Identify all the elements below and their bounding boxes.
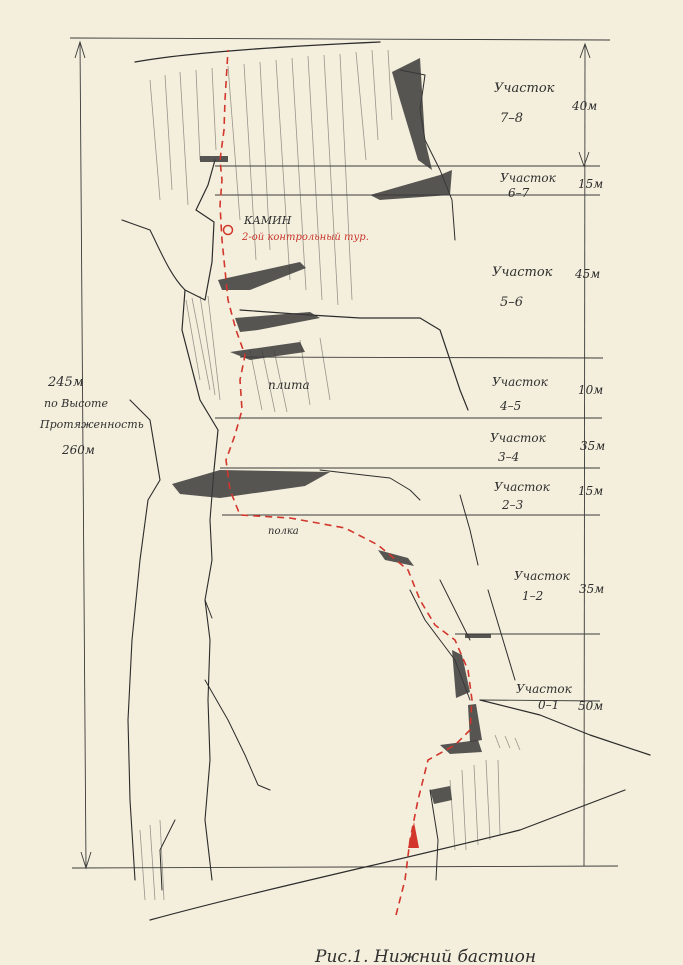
section-5-6: Участок 5–6 45м [492,265,600,310]
section-2-3: Участок 2–3 15м [494,480,603,512]
ledge-kamin [200,156,228,162]
section-length: 10м [578,383,603,397]
ledge-01c [468,704,482,742]
figure-caption: Рис.1. Нижний бастион [314,947,536,965]
section-length: 15м [578,177,603,191]
section-range: 7–8 [500,111,523,126]
total-height: 245м [47,375,84,390]
section-length: 50м [578,699,603,713]
ledge-45 [230,342,305,360]
plita-label: плита [268,378,310,392]
section-range: 2–3 [501,498,524,512]
section-6-7: Участок 6–7 15м [500,171,603,200]
section-range: 5–6 [500,295,523,310]
section-title: Участок [516,682,573,696]
section-1-2: Участок 1–2 35м [514,569,604,603]
section-title: Участок [490,431,547,445]
height-dimension [69,37,619,870]
section-range: 6–7 [508,186,530,200]
section-title: Участок [492,265,553,280]
ledge-34 [172,470,330,498]
section-range: 4–5 [499,399,521,413]
ledge-tower [465,634,491,638]
section-title: Участок [514,569,571,583]
polka-label: полка [268,526,299,537]
rock-outline [121,41,651,921]
ledge-56 [218,262,306,290]
section-3-4: Участок 3–4 35м [490,431,605,464]
section-0-1: Участок 0–1 50м [516,682,603,713]
section-length: 45м [574,267,600,281]
section-title: Участок [494,81,555,96]
section-length: 35м [580,439,605,453]
section-length: 35м [579,582,604,596]
section-title: Участок [500,171,557,185]
control-tour-marker [222,224,234,236]
ledge-start [430,786,452,804]
section-range: 0–1 [538,698,559,712]
section-range: 1–2 [522,589,543,603]
ledge-01 [452,650,470,698]
ledge-67 [370,170,452,200]
section-4-5: Участок 4–5 10м [492,375,603,413]
total-line-1: по Высоте [44,397,108,410]
section-title: Участок [494,480,551,494]
rock-ledges [172,58,491,804]
kamin-label: КАМИН [243,214,292,227]
section-7-8: Участок 7–8 40м [494,81,597,126]
section-length: 40м [571,99,597,113]
section-title: Участок [492,375,549,389]
climbing-route [219,49,473,916]
ledge-12 [378,550,414,566]
route-start-arrow [408,822,419,848]
ledge-56b [235,312,320,332]
ledge-78 [392,58,432,170]
total-line-2: Протяженность [39,418,144,431]
section-scale [215,42,604,867]
control-tour-label: 2-ой контрольный тур. [241,232,369,243]
total-summary: 245м по Высоте Протяженность 260м [39,375,144,457]
section-range: 3–4 [498,450,519,464]
wall-hatching [139,49,521,901]
ledge-01b [440,740,482,754]
total-length: 260м [61,443,95,457]
section-length: 15м [578,484,603,498]
